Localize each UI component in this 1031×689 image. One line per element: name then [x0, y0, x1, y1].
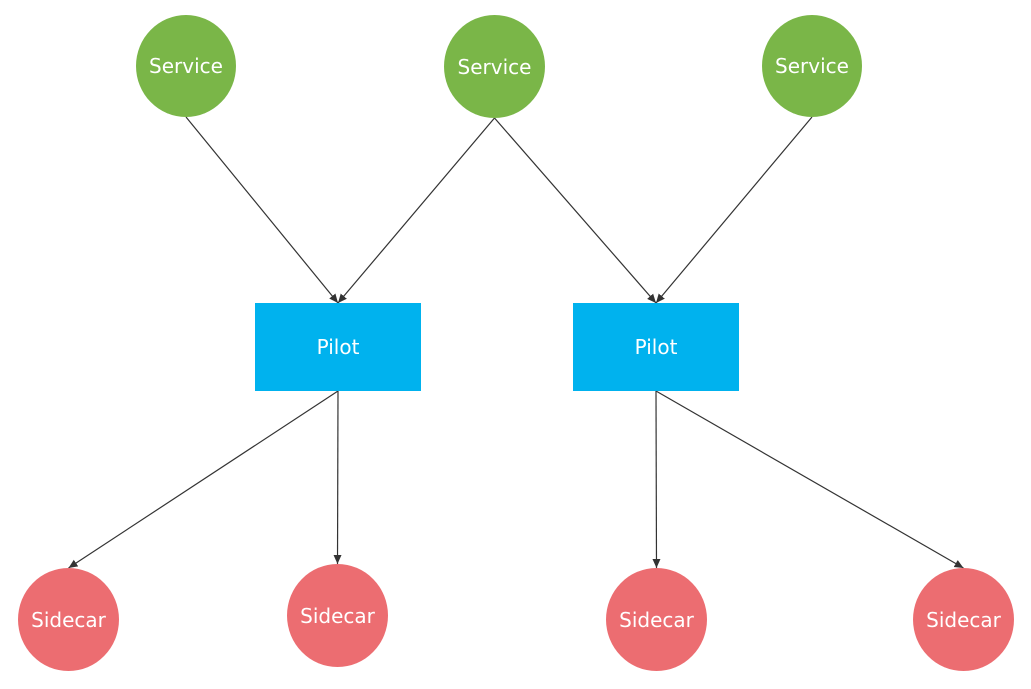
service-label: Service [457, 54, 532, 79]
sidecar-label: Sidecar [926, 607, 1001, 632]
sidecar-label: Sidecar [31, 607, 106, 632]
edge-pilot_1-to-sidecar_1 [68, 390, 339, 569]
pilot-node-1[interactable]: Pilot [255, 303, 421, 391]
edge-service_3-to-pilot_2 [655, 116, 813, 304]
pilot-label: Pilot [634, 335, 678, 359]
edge-service_1-to-pilot_1 [185, 116, 339, 304]
service-node-3[interactable]: Service [762, 15, 862, 117]
sidecar-node-2[interactable]: Sidecar [287, 564, 388, 667]
sidecar-label: Sidecar [300, 603, 375, 628]
service-node-1[interactable]: Service [136, 15, 236, 117]
sidecar-node-1[interactable]: Sidecar [18, 568, 119, 671]
edge-pilot_2-to-sidecar_4 [655, 390, 964, 569]
service-label: Service [149, 54, 223, 78]
service-label: Service [775, 54, 849, 78]
sidecar-node-4[interactable]: Sidecar [913, 568, 1014, 671]
pilot-node-2[interactable]: Pilot [573, 303, 739, 391]
pilot-label: Pilot [316, 335, 360, 359]
edge-service_2-to-pilot_2 [494, 117, 657, 304]
sidecar-node-3[interactable]: Sidecar [606, 568, 707, 671]
edge-pilot_2-to-sidecar_3 [652, 390, 661, 569]
sidecar-label: Sidecar [619, 607, 694, 632]
service-node-2[interactable]: Service [444, 15, 545, 118]
edge-pilot_1-to-sidecar_2 [333, 390, 342, 565]
edge-service_2-to-pilot_1 [337, 117, 495, 304]
